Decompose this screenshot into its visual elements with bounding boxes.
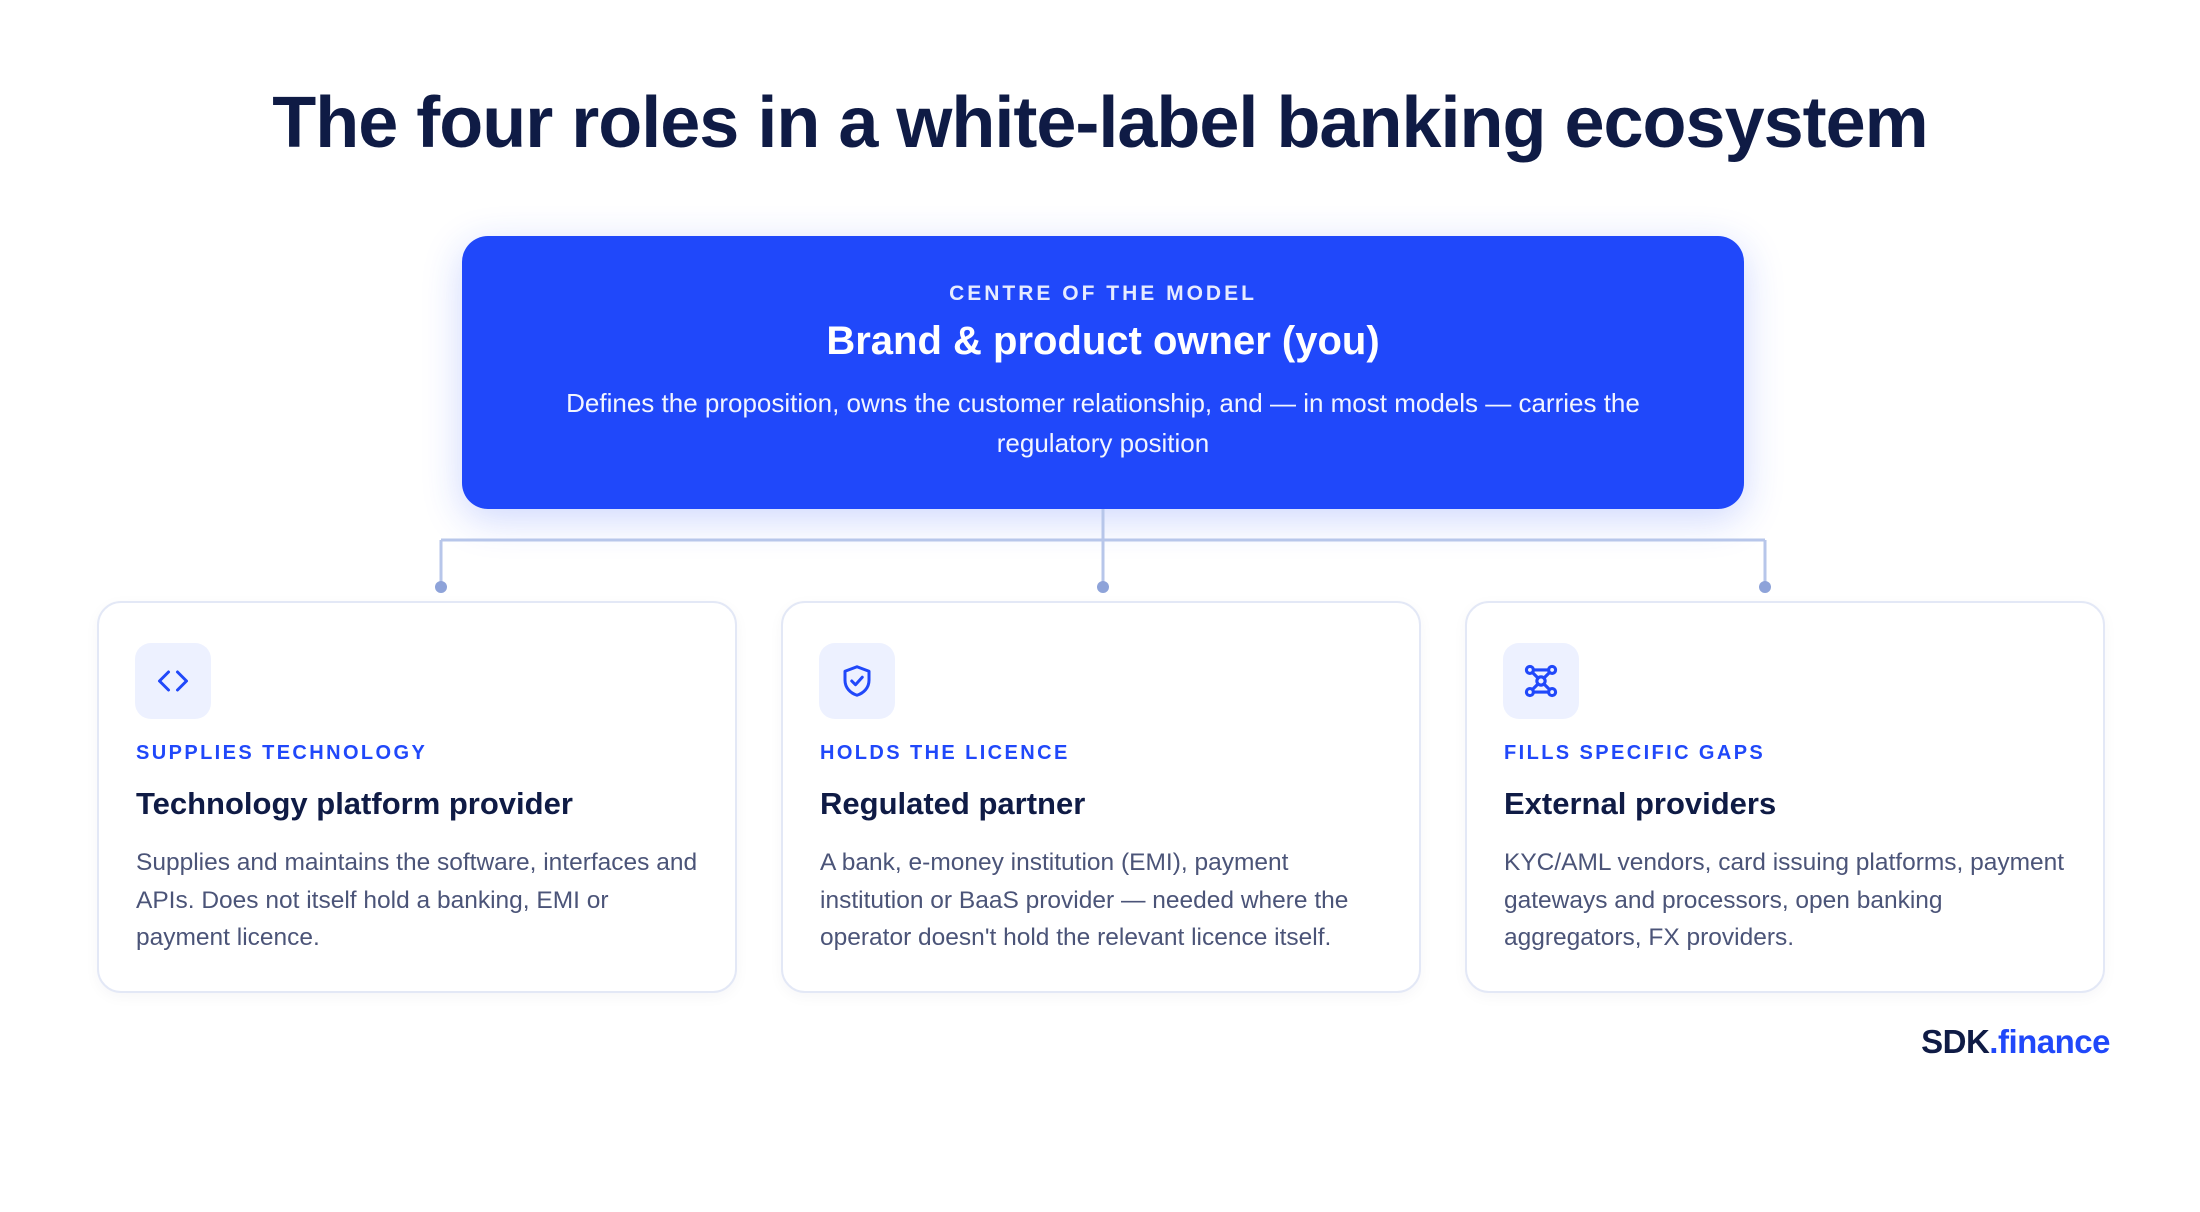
network-nodes-icon [1524,664,1558,698]
icon-tile [135,643,211,719]
card-eyebrow: SUPPLIES TECHNOLOGY [136,742,428,764]
icon-tile [1503,643,1579,719]
card-description: Supplies and maintains the software, int… [136,849,698,951]
shield-check-icon [843,665,871,697]
connector-dot-left [435,581,447,593]
centre-heading: Brand & product owner (you) [826,319,1380,363]
brand-logo: SDK.finance [1921,1023,2110,1061]
icon-tile [819,643,895,719]
page-title: The four roles in a white-label banking … [272,83,1928,163]
brand-logo-finance: .finance [1989,1023,2110,1060]
card-heading: Technology platform provider [136,786,573,821]
card-heading: External providers [1504,786,1777,821]
centre-description: Defines the proposition, owns the custom… [566,388,1640,458]
centre-role-card: CENTRE OF THE MODEL Brand & product owne… [462,236,1744,509]
card-description: KYC/AML vendors, card issuing platforms,… [1504,849,2065,951]
brand-logo-sdk: SDK [1921,1023,1990,1060]
card-eyebrow: HOLDS THE LICENCE [820,742,1070,764]
card-eyebrow: FILLS SPECIFIC GAPS [1504,742,1766,764]
role-card-external-providers: FILLS SPECIFIC GAPS External providers K… [1465,601,2105,993]
card-description: A bank, e-money institution (EMI), payme… [820,849,1349,951]
card-heading: Regulated partner [820,786,1086,821]
connector-dot-middle [1097,581,1109,593]
connector-dot-right [1759,581,1771,593]
role-card-regulated-partner: HOLDS THE LICENCE Regulated partner A ba… [781,601,1421,993]
code-brackets-icon [158,670,188,692]
role-card-technology-platform: SUPPLIES TECHNOLOGY Technology platform … [97,601,737,993]
centre-eyebrow: CENTRE OF THE MODEL [949,282,1257,305]
